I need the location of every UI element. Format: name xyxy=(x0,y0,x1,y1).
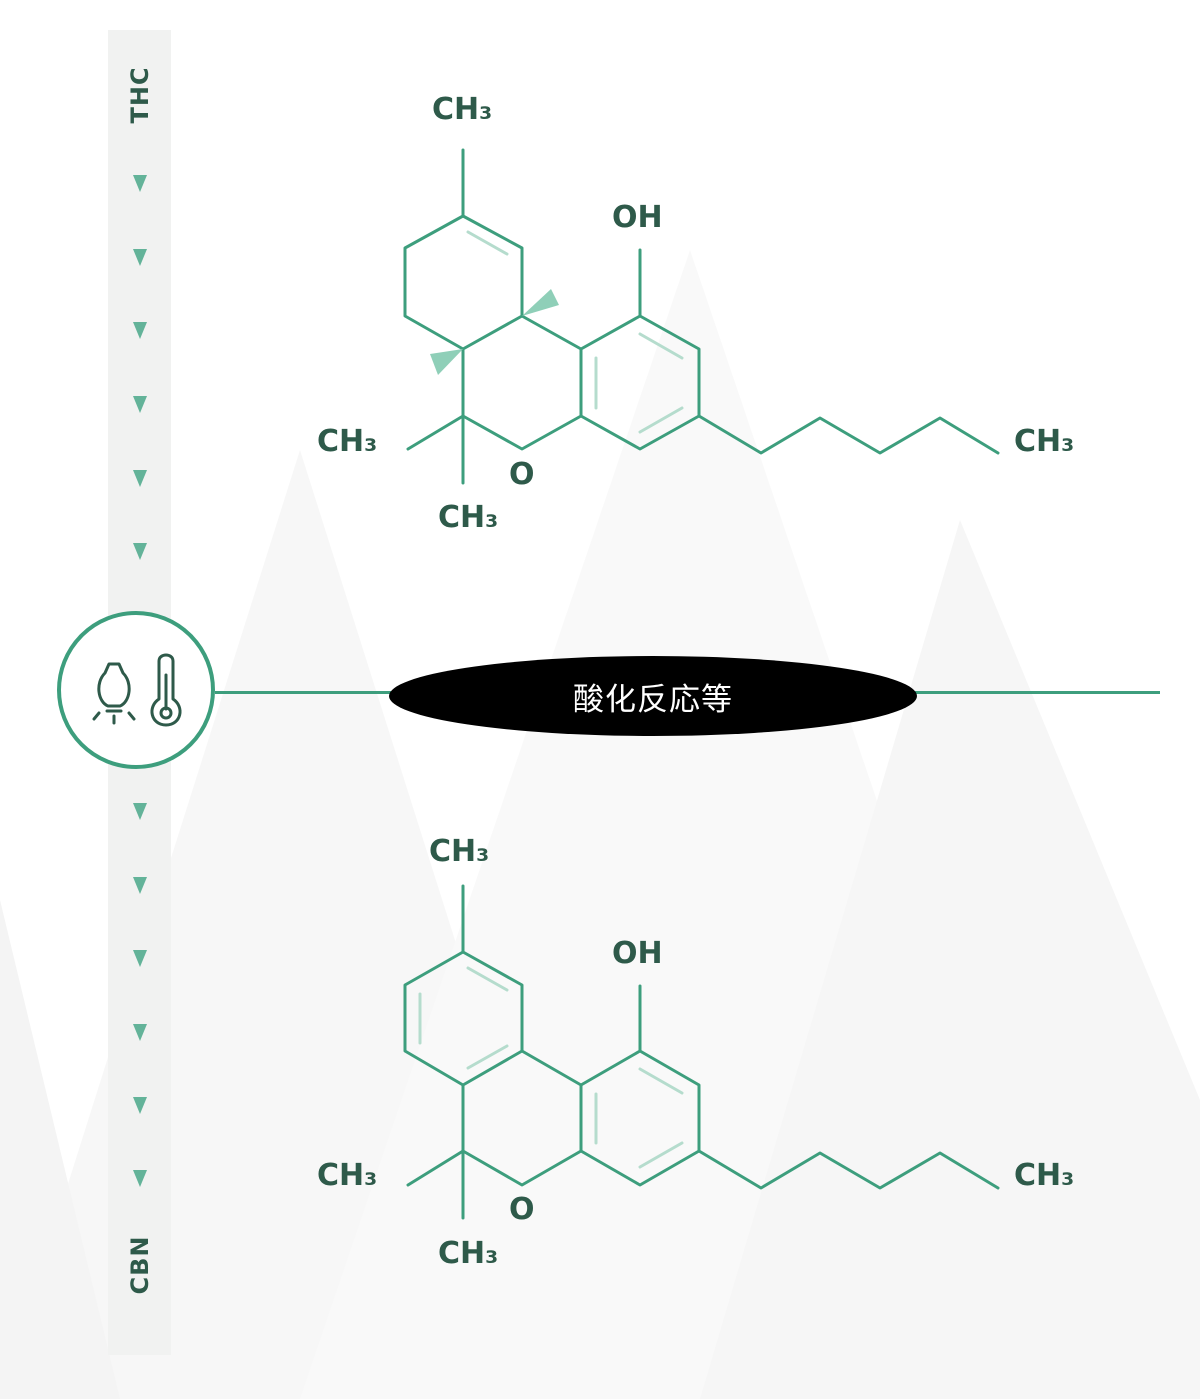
down-arrow-icon xyxy=(133,543,147,560)
reaction-label-pill: 酸化反応等 xyxy=(389,656,917,736)
down-arrow-icon xyxy=(133,877,147,894)
down-arrow-icon xyxy=(133,803,147,820)
cbn-ch3-top: CH₃ xyxy=(429,834,490,869)
down-arrow-icon xyxy=(133,1170,147,1187)
reaction-conditions-badge xyxy=(57,611,215,769)
cbn-ch3-right: CH₃ xyxy=(1014,1158,1075,1193)
down-arrow-icon xyxy=(133,470,147,487)
reaction-line-right xyxy=(915,691,1160,694)
thc-ch3-left: CH₃ xyxy=(317,424,378,459)
reaction-label: 酸化反応等 xyxy=(573,681,733,718)
down-arrow-icon xyxy=(133,249,147,266)
cbn-oh: OH xyxy=(612,936,663,971)
down-arrow-icon xyxy=(133,1097,147,1114)
reaction-line-left xyxy=(215,691,391,694)
thermometer-icon xyxy=(150,653,182,727)
thc-ch3-top: CH₃ xyxy=(432,92,493,127)
thc-oh: OH xyxy=(612,200,663,235)
cbn-oxygen: O xyxy=(509,1192,535,1227)
down-arrow-icon xyxy=(133,1024,147,1041)
down-arrow-icon xyxy=(133,322,147,339)
thc-ch3-bottom: CH₃ xyxy=(438,500,499,535)
cbn-ch3-left: CH₃ xyxy=(317,1158,378,1193)
thc-ch3-right: CH₃ xyxy=(1014,424,1075,459)
down-arrow-icon xyxy=(133,950,147,967)
thc-oxygen: O xyxy=(509,457,535,492)
light-bulb-icon xyxy=(92,662,136,725)
down-arrow-icon xyxy=(133,175,147,192)
down-arrow-icon xyxy=(133,396,147,413)
thc-structure xyxy=(403,148,1000,485)
cbn-ch3-bottom: CH₃ xyxy=(438,1236,499,1271)
